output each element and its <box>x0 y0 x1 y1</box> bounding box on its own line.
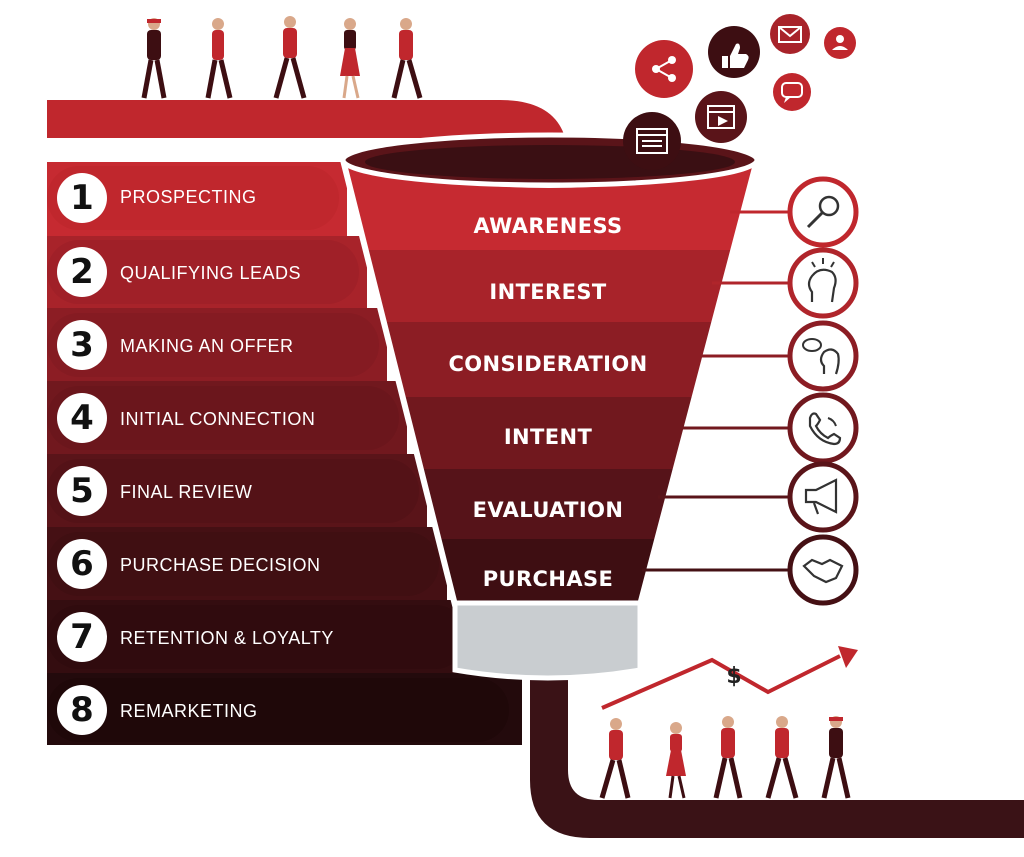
person-figure <box>713 716 743 799</box>
step-number-6: 6 <box>57 539 107 589</box>
stage-intent: INTENT <box>503 425 593 449</box>
step-label-making-an-offer: MAKING AN OFFER <box>120 336 294 356</box>
person-figure <box>205 18 233 99</box>
magnifier-icon <box>787 176 859 248</box>
step-number-5: 5 <box>57 466 107 516</box>
person-figure <box>666 722 686 799</box>
step-number-8: 8 <box>57 685 107 735</box>
step-number-4: 4 <box>57 393 107 443</box>
step-label-final-review: FINAL REVIEW <box>120 482 253 502</box>
chat-bubble-icon <box>773 73 811 111</box>
top-pipe <box>47 100 568 185</box>
stage-purchase: PURCHASE <box>482 567 614 591</box>
browser-window-icon <box>623 112 681 170</box>
mail-icon <box>770 14 810 54</box>
person-figure <box>273 16 307 99</box>
growth-arrow: $ <box>601 646 858 710</box>
person-figure <box>821 716 851 799</box>
megaphone-icon <box>787 461 859 533</box>
handshake-icon <box>787 534 859 606</box>
stage-evaluation: EVALUATION <box>472 498 624 522</box>
stage-consideration: CONSIDERATION <box>448 352 648 376</box>
bottom-pipe <box>530 680 1024 838</box>
step-label-remarketing: REMARKETING <box>120 701 258 721</box>
thumbs-up-icon <box>708 26 760 78</box>
thinking-person-icon <box>787 320 859 392</box>
stage-awareness: AWARENESS <box>473 214 623 238</box>
share-icon <box>635 40 693 98</box>
video-icon <box>695 91 747 143</box>
stage-connectors <box>642 210 790 572</box>
step-number-3: 3 <box>57 320 107 370</box>
head-idea-icon <box>787 247 859 319</box>
walking-people-bottom <box>599 716 851 799</box>
person-figure <box>340 18 360 99</box>
step-number-1: 1 <box>57 173 107 223</box>
user-icon <box>824 27 856 59</box>
stage-interest: INTEREST <box>489 280 607 304</box>
person-figure <box>141 18 167 99</box>
step-label-initial-connection: INITIAL CONNECTION <box>120 409 316 429</box>
step-label-retention-loyalty: RETENTION & LOYALTY <box>120 628 334 648</box>
step-number-7: 7 <box>57 612 107 662</box>
step-label-prospecting: PROSPECTING <box>120 187 257 207</box>
dollar-sign: $ <box>726 664 741 689</box>
walking-people-top <box>141 16 423 99</box>
step-number-2: 2 <box>57 247 107 297</box>
step-pills <box>47 166 509 742</box>
person-figure <box>599 718 631 799</box>
person-figure <box>765 716 799 799</box>
step-label-qualifying-leads: QUALIFYING LEADS <box>120 263 302 283</box>
phone-call-icon <box>787 392 859 464</box>
person-figure <box>391 18 423 99</box>
step-label-purchase-decision: PURCHASE DECISION <box>120 555 321 575</box>
